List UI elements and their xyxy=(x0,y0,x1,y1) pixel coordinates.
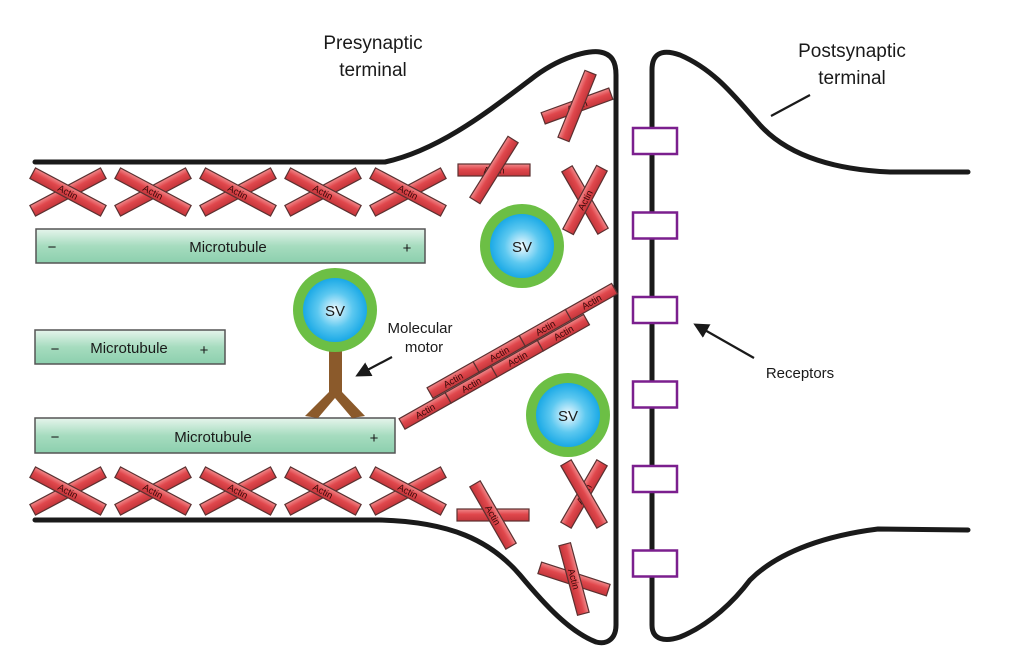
actin-cross: Actin xyxy=(199,466,277,516)
synaptic-vesicle-lower: SV xyxy=(526,373,610,457)
microtubule-minus-end: − xyxy=(51,429,60,446)
actin-filament: Actin xyxy=(564,282,619,321)
receptor xyxy=(631,549,679,578)
postsynaptic-pointer-line xyxy=(770,94,811,117)
presynaptic-label-line1: Presynaptic xyxy=(323,33,422,54)
receptor-group xyxy=(631,126,679,578)
receptor xyxy=(631,380,679,409)
motor-label-line1: Molecular xyxy=(387,320,452,337)
postsynaptic-membrane xyxy=(649,49,971,642)
molecular-motor xyxy=(305,350,365,418)
actin-cross: Actin xyxy=(29,167,107,217)
receptors-label: Receptors xyxy=(766,365,834,382)
microtubule-label: Microtubule xyxy=(174,429,252,446)
actin-filament: Actin xyxy=(29,466,107,516)
microtubule-label: Microtubule xyxy=(90,340,168,357)
actin-filament: Actin xyxy=(558,541,590,617)
actin-cross: Actin xyxy=(29,466,107,516)
actin-cross: Actin xyxy=(457,135,531,205)
actin-filament xyxy=(557,69,597,143)
actin-label: Actin xyxy=(565,568,581,591)
actin-cross: Actin xyxy=(369,466,447,516)
actin-filament xyxy=(559,459,609,529)
actin-cross: Actin xyxy=(284,167,362,217)
microtubule-2: − Microtubule + xyxy=(34,329,226,365)
actin-filament: Actin xyxy=(398,391,452,431)
motor-arrow-icon xyxy=(355,356,393,377)
synaptic-vesicle-motor: SV xyxy=(293,268,377,352)
microtubule-3: − Microtubule + xyxy=(34,417,396,454)
vesicle-label: SV xyxy=(325,303,345,320)
vesicle-label: SV xyxy=(512,239,532,256)
microtubule-minus-end: − xyxy=(48,239,57,256)
receptor xyxy=(631,126,679,156)
postsynaptic-label-line1: Postsynaptic xyxy=(798,41,906,62)
microtubule-label: Microtubule xyxy=(189,239,267,256)
actin-filament: Actin xyxy=(29,167,107,217)
actin-cross: Actin xyxy=(559,459,609,529)
microtubule-plus-end: + xyxy=(403,240,412,257)
microtubule-plus-end: + xyxy=(200,342,209,359)
microtubule-plus-end: + xyxy=(370,430,379,447)
receptor xyxy=(631,211,679,240)
vesicle-label: SV xyxy=(558,408,578,425)
microtubule-1: − Microtubule + xyxy=(35,228,426,264)
actin-cross: Actin xyxy=(114,466,192,516)
actin-filament xyxy=(469,135,519,205)
actin-cross: Actin xyxy=(456,480,530,550)
actin-filament: Actin xyxy=(284,167,362,217)
actin-cross: Actin xyxy=(199,167,277,217)
actin-cross: Actin xyxy=(560,164,610,236)
actin-cross: Actin xyxy=(284,466,362,516)
receptor xyxy=(631,295,679,325)
motor-label-line2: motor xyxy=(405,339,443,356)
actin-filament: Actin xyxy=(472,334,527,373)
actin-cross: Actin xyxy=(114,167,192,217)
receptor xyxy=(631,464,679,494)
presynaptic-membrane xyxy=(32,49,619,646)
actin-cross: Actin xyxy=(537,541,611,617)
postsynaptic-label-line2: terminal xyxy=(818,68,886,89)
receptors-arrow-icon xyxy=(693,323,755,359)
actin-cross: Actin xyxy=(540,69,614,143)
synaptic-vesicle-upper: SV xyxy=(480,204,564,288)
actin-cross: Actin xyxy=(369,167,447,217)
presynaptic-label-line2: terminal xyxy=(339,60,407,81)
microtubule-minus-end: − xyxy=(51,341,60,358)
